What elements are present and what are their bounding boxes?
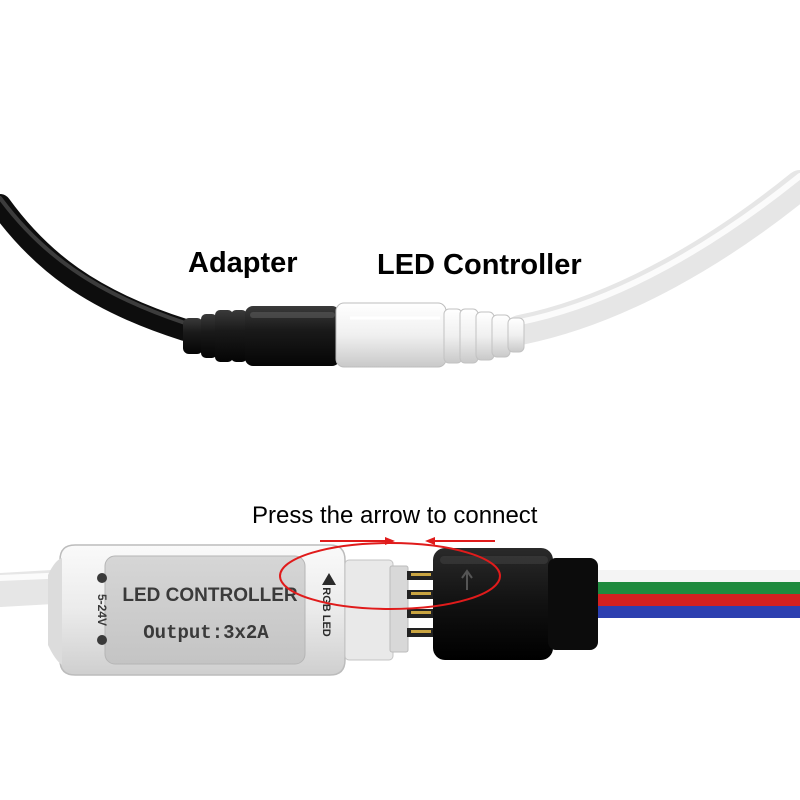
connector-pins — [407, 571, 433, 637]
led-controller-label: LED Controller — [377, 249, 582, 281]
white-controller-cable — [505, 170, 800, 345]
controller-title: LED CONTROLLER — [122, 585, 297, 606]
rgb-wires — [590, 570, 800, 618]
arrow-right-icon — [385, 537, 395, 545]
instruction-label: Press the arrow to connect — [252, 502, 538, 529]
controller-box-text: LED CONTROLLER Output:3x2A 5-24V RGB LED — [95, 573, 336, 645]
black-adapter-cable — [0, 194, 196, 341]
minus-icon — [97, 635, 107, 645]
arrow-up-icon — [322, 573, 336, 585]
black-adapter-plug — [183, 306, 340, 366]
voltage-marking: 5-24V — [95, 573, 109, 645]
white-controller-plug — [335, 302, 525, 368]
port-label: RGB LED — [320, 587, 332, 637]
arrow-left-icon — [425, 537, 435, 545]
plus-icon — [97, 573, 107, 583]
controller-output: Output:3x2A — [143, 622, 269, 644]
led-controller-box — [48, 544, 409, 676]
controller-voltage: 5-24V — [95, 594, 109, 626]
connector-arrow-icon — [461, 569, 473, 590]
connect-hint-graphic — [279, 537, 501, 610]
adapter-label: Adapter — [188, 247, 298, 279]
rgb-connector — [433, 548, 598, 660]
